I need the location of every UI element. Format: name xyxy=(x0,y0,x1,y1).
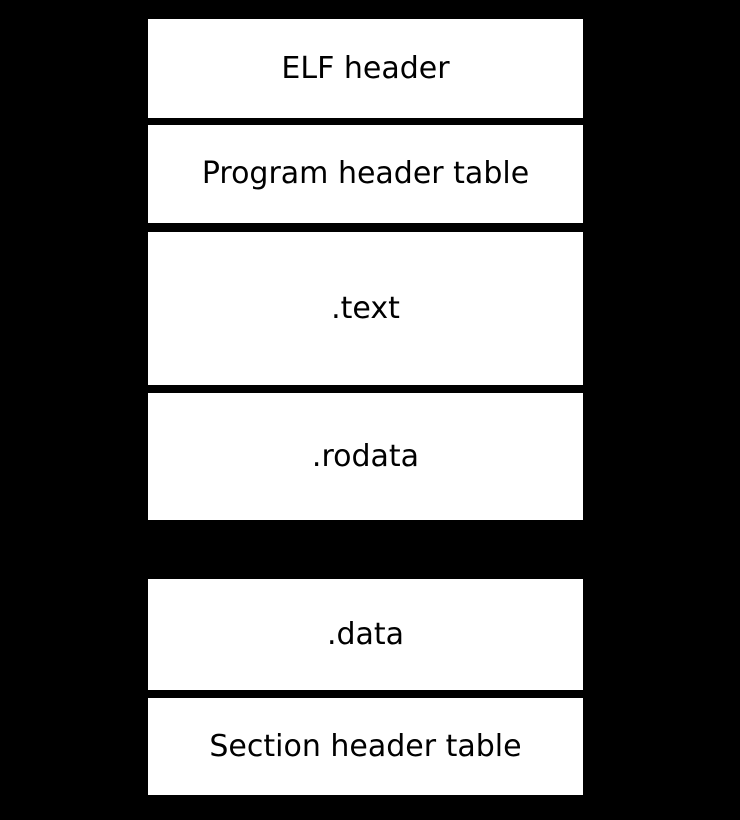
rodata-section-box: .rodata xyxy=(148,393,583,520)
data-section-box: .data xyxy=(148,579,583,690)
text-section-box: .text xyxy=(148,232,583,385)
program-header-table-label: Program header table xyxy=(201,156,530,191)
data-section-label: .data xyxy=(326,616,405,652)
text-section-label: .text xyxy=(331,290,400,326)
program-header-table-box: Program header table xyxy=(148,125,583,223)
section-header-table-box: Section header table xyxy=(148,698,583,795)
section-header-table-label: Section header table xyxy=(209,728,522,764)
rodata-section-label: .rodata xyxy=(311,438,420,474)
elf-header-label: ELF header xyxy=(281,50,450,86)
elf-header-box: ELF header xyxy=(148,19,583,118)
